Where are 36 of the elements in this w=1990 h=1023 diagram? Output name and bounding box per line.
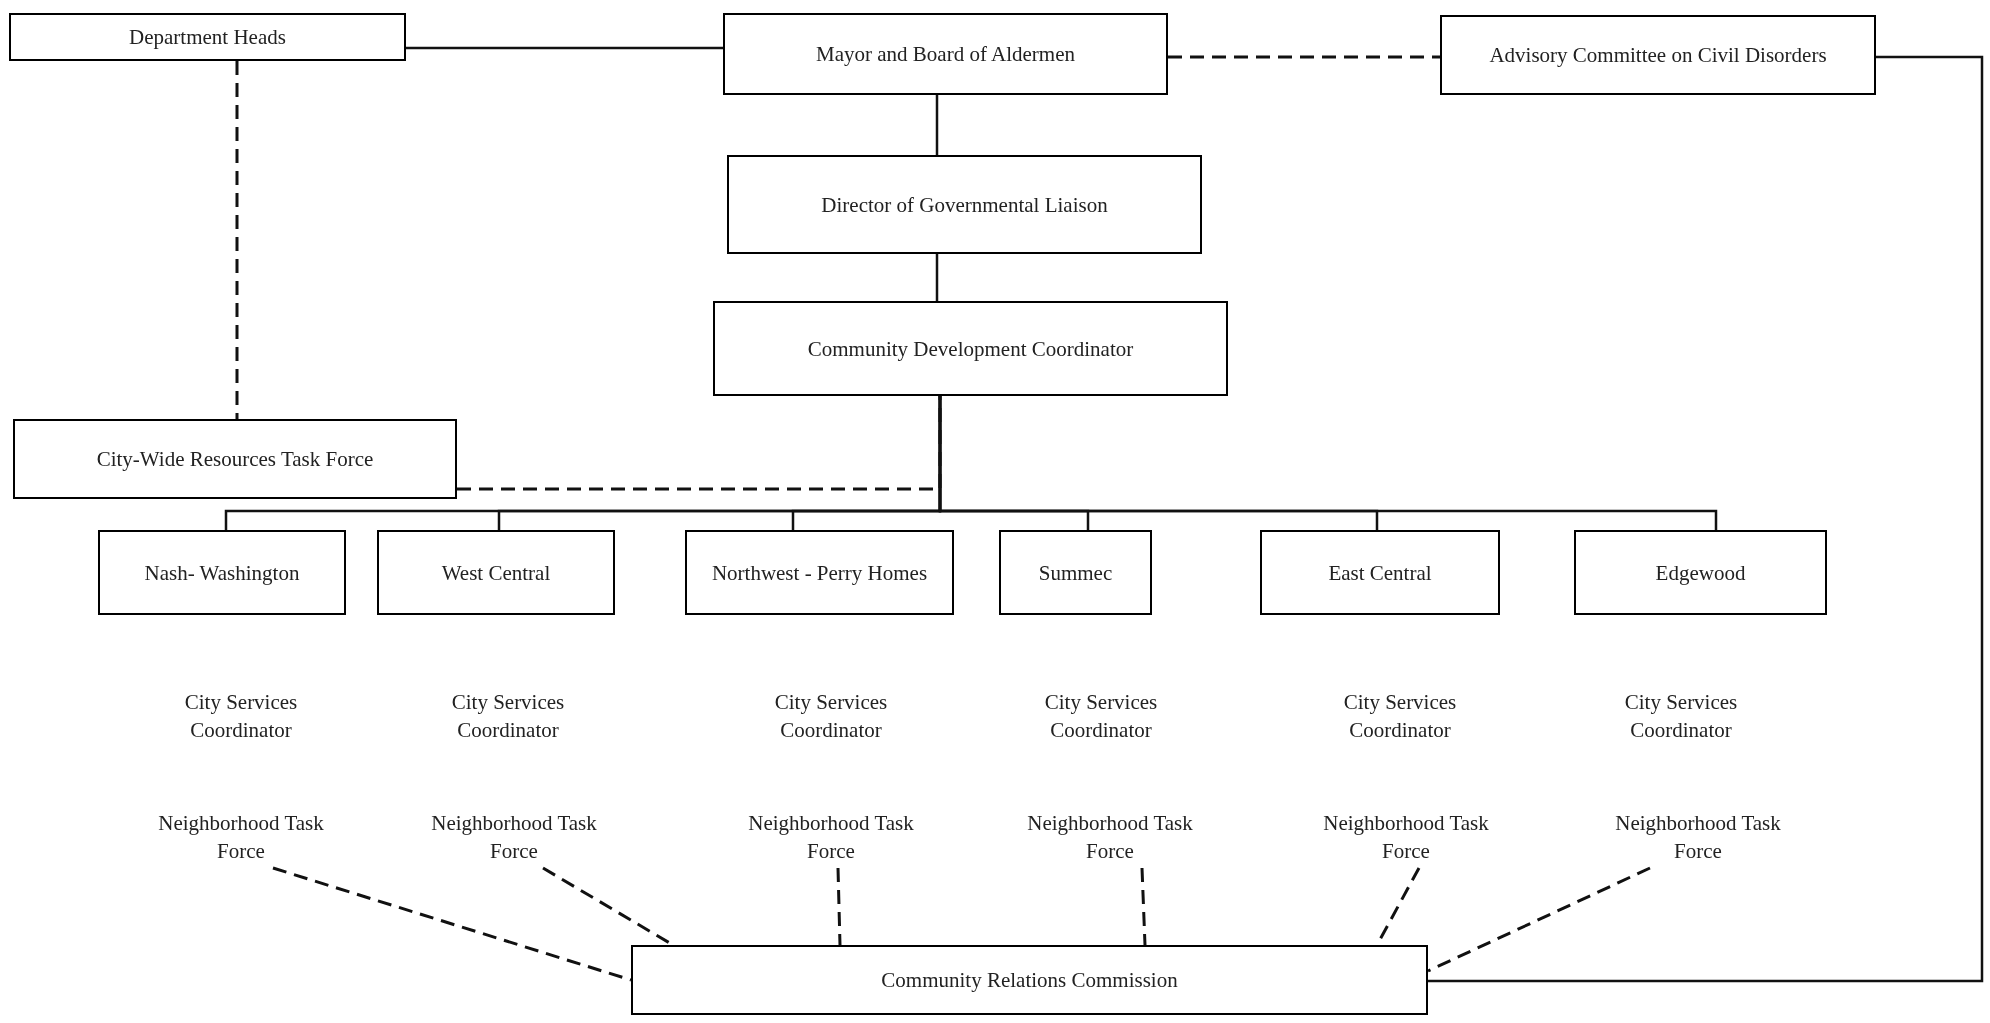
role-label: City Services Coordinator xyxy=(1623,689,1739,744)
connector-line xyxy=(406,46,723,50)
role-label: City Services Coordinator xyxy=(183,689,299,744)
org-box: Nash- Washington xyxy=(98,530,346,615)
node-text: Neighborhood Task Force xyxy=(419,806,609,868)
role-label: City Services Coordinator xyxy=(1043,689,1159,744)
org-box: Community Development Coordinator xyxy=(713,301,1228,396)
connector-line xyxy=(935,95,939,155)
org-box: Director of Governmental Liaison xyxy=(727,155,1202,254)
dashed-connector xyxy=(235,61,239,419)
dashed-connector xyxy=(1427,866,1651,973)
role-label: City Services Coordinator xyxy=(1342,689,1458,744)
org-box: Mayor and Board of Aldermen xyxy=(723,13,1168,95)
dashed-connector xyxy=(1168,55,1440,59)
role-label: City Services Coordinator xyxy=(773,689,889,744)
node-text: Neighborhood Task Force xyxy=(1015,806,1205,868)
dashed-connector xyxy=(836,867,842,946)
org-box: Summec xyxy=(999,530,1152,615)
dashed-connector xyxy=(457,396,942,491)
org-box: Advisory Committee on Civil Disorders xyxy=(1440,15,1876,95)
node-text: Neighborhood Task Force xyxy=(146,806,336,868)
org-box: Department Heads xyxy=(9,13,406,61)
dashed-connector xyxy=(272,866,632,982)
connector-line xyxy=(1428,55,1984,983)
org-box: East Central xyxy=(1260,530,1500,615)
node-text: Neighborhood Task Force xyxy=(736,806,926,868)
org-box: Community Relations Commission xyxy=(631,945,1428,1015)
node-text: Neighborhood Task Force xyxy=(1603,806,1793,868)
dashed-connector xyxy=(1140,867,1147,946)
node-text: Neighborhood Task Force xyxy=(1311,806,1501,868)
org-box: Northwest - Perry Homes xyxy=(685,530,954,615)
org-box: Edgewood xyxy=(1574,530,1827,615)
connector-line xyxy=(935,254,939,301)
role-label: City Services Coordinator xyxy=(450,689,566,744)
org-box: City-Wide Resources Task Force xyxy=(13,419,457,499)
org-box: West Central xyxy=(377,530,615,615)
